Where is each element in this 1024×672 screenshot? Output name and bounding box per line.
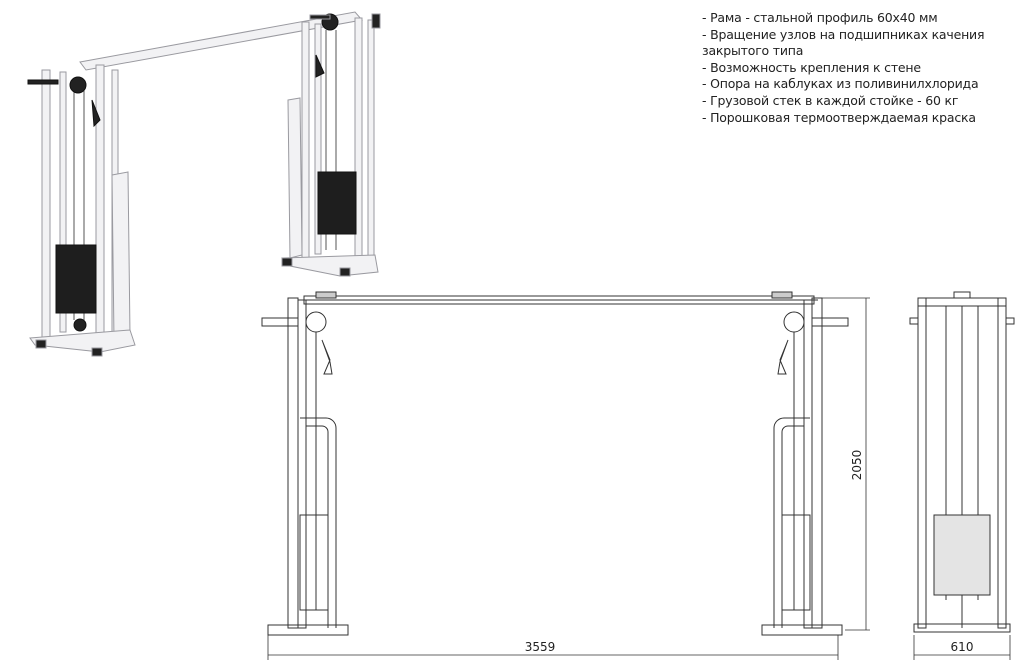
dimension-lines bbox=[267, 297, 1011, 660]
side-view-drawing bbox=[909, 291, 1015, 633]
width-dimension: 3559 bbox=[525, 640, 556, 654]
front-view-drawing bbox=[261, 291, 849, 636]
depth-dimension: 610 bbox=[951, 640, 974, 654]
feature-item: - Порошковая термоотверждаемая краска bbox=[702, 109, 976, 125]
feature-item: - Возможность крепления к стене bbox=[702, 59, 921, 75]
render-3d bbox=[27, 11, 381, 357]
height-dimension: 2050 bbox=[850, 450, 864, 481]
feature-list: - Рама - стальной профиль 60х40 мм - Вра… bbox=[702, 10, 1022, 126]
feature-item: - Опора на каблуках из поливинилхлорида bbox=[702, 76, 979, 92]
feature-item: - Вращение узлов на подшипниках качения … bbox=[702, 26, 985, 59]
feature-item: - Грузовой стек в каждой стойке - 60 кг bbox=[702, 92, 959, 108]
feature-item: - Рама - стальной профиль 60х40 мм bbox=[702, 10, 938, 25]
